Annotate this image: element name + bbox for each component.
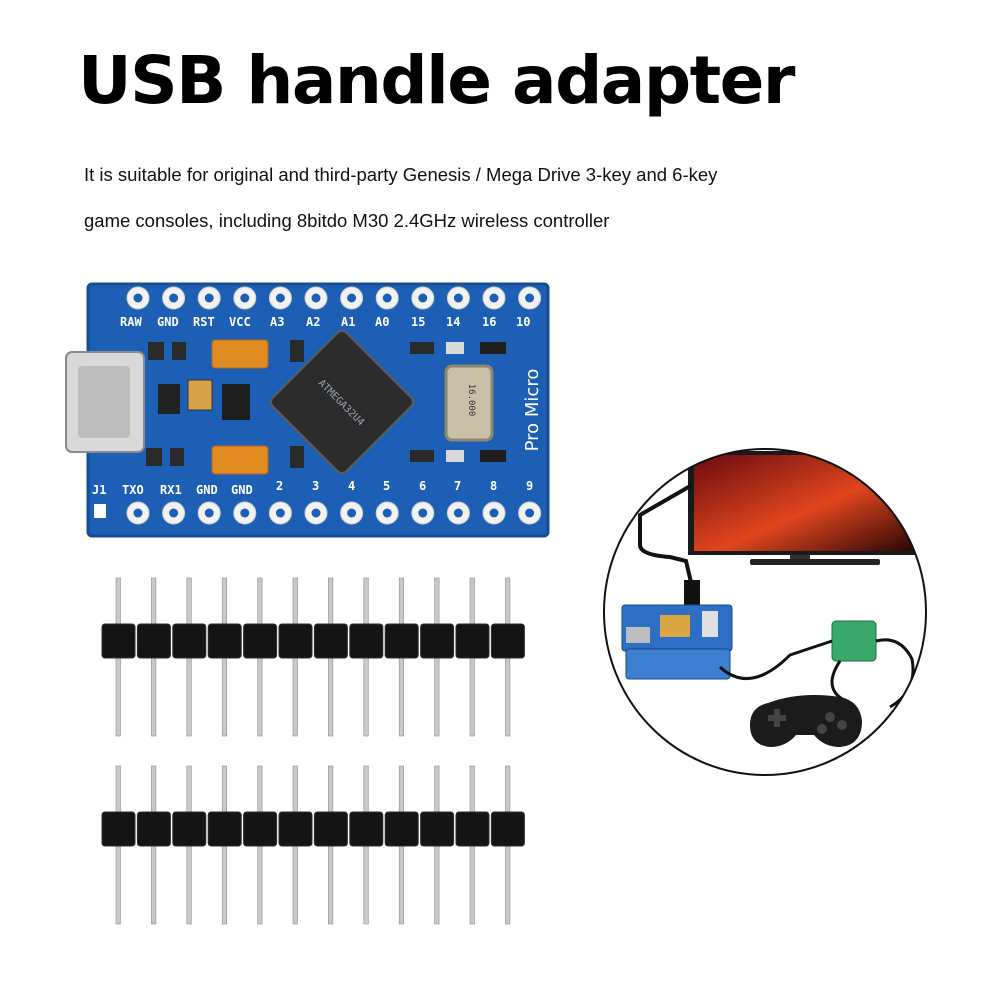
pin-label: GND [196,483,218,497]
pin-label: 14 [446,315,460,329]
description-line-1: It is suitable for original and third-pa… [84,164,718,185]
bottom-pin-pads [126,501,542,525]
pin-label: 16 [482,315,496,329]
pin-label: 8 [490,479,497,493]
pin-label: 15 [411,315,425,329]
header-block [384,623,419,659]
header-block [101,811,136,847]
pin-label: VCC [229,315,251,329]
pin-label: TXO [122,483,144,497]
pin-label: A3 [270,315,284,329]
tv-stand [750,559,880,565]
header-block [490,811,525,847]
pin-label: RAW [120,315,142,329]
tv-setup-illustration-icon [603,448,927,776]
header-block [172,811,207,847]
header-block [384,811,419,847]
pin-label: 5 [383,479,390,493]
adapter-board [831,620,877,662]
pin-label: 4 [348,479,355,493]
header-block [278,811,313,847]
header-block [101,623,136,659]
pin-label: RX1 [160,483,182,497]
pin-label: GND [157,315,179,329]
gamepad-icon [750,695,862,747]
header-block [420,811,455,847]
pin-label: 10 [516,315,530,329]
header-block [455,623,490,659]
hdmi-cable [638,483,696,596]
capacitor [211,445,269,475]
pin-label: RST [193,315,215,329]
capacitor [211,339,269,369]
page-title: USB handle adapter [78,42,795,119]
board-side-label: Pro Micro [522,369,543,452]
pin-label: A0 [375,315,389,329]
header-block [278,623,313,659]
header-block [136,623,171,659]
pin-header-strip [101,765,525,925]
atmega-chip: ATMEGA32U4 [269,329,415,475]
pin-label: A1 [341,315,355,329]
pin-header-strip-icon [101,577,525,925]
pin-header-strip [101,577,525,737]
crystal-marking: 16.000 [466,384,476,417]
header-block [313,623,348,659]
header-block [136,811,171,847]
pin-label: 6 [419,479,426,493]
pin-label: 2 [276,479,283,493]
pro-micro-board: RAW GND RST VCC A3 A2 A1 A0 15 14 16 10 … [60,280,560,540]
header-block [349,623,384,659]
header-block [455,811,490,847]
pin-label: 7 [454,479,461,493]
pin-label: GND [231,483,253,497]
pin-label: 9 [526,479,533,493]
pin-label: 3 [312,479,319,493]
microcontroller-board-icon: RAW GND RST VCC A3 A2 A1 A0 15 14 16 10 … [65,282,550,538]
scene-circle-border [603,448,927,776]
pin-label: J1 [92,483,106,497]
header-block [420,623,455,659]
product-description: It is suitable for original and third-pa… [84,152,804,244]
console-setup-illustration [600,445,930,780]
pin-headers [96,576,526,936]
top-pin-pads [126,286,542,310]
header-block [207,811,242,847]
header-block [172,623,207,659]
pin-label: A2 [306,315,320,329]
header-block [207,623,242,659]
header-block [490,623,525,659]
header-block [243,811,278,847]
header-block [243,623,278,659]
header-block [313,811,348,847]
header-block [349,811,384,847]
description-line-2: game consoles, including 8bitdo M30 2.4G… [84,210,610,231]
tv-screen [694,455,914,551]
crystal [444,364,494,442]
